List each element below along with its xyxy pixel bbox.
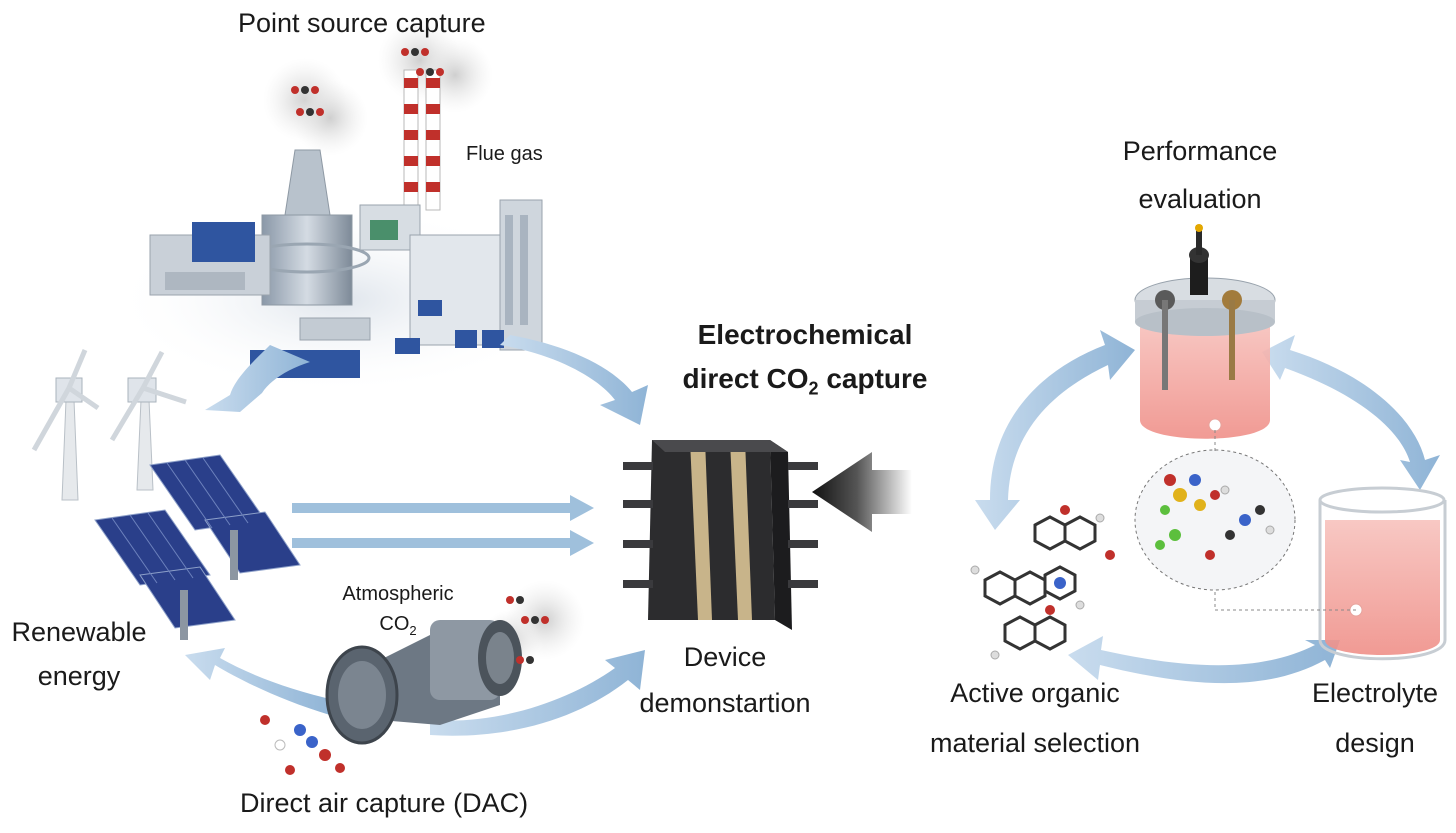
label-atmospheric-sub: 2	[409, 623, 417, 638]
label-active-line1: Active organic	[950, 678, 1120, 708]
label-flue-gas: Flue gas	[466, 143, 543, 165]
label-title-line2: direct CO2 capture	[660, 362, 950, 406]
solar-panel-icon	[94, 454, 301, 640]
beaker-icon	[1214, 486, 1447, 661]
label-renewable-line1: Renewable	[11, 617, 147, 647]
label-atmospheric-co2: Atmospheric CO2	[328, 582, 468, 643]
label-direct-air-capture: Direct air capture (DAC)	[240, 788, 529, 818]
label-title-pre: direct CO	[682, 363, 809, 394]
device-stack-icon	[623, 440, 818, 630]
label-device-demonstration: Device demonstartion	[620, 640, 830, 720]
wind-turbine-icon	[31, 349, 187, 501]
power-plant-icon	[110, 18, 570, 395]
label-atmospheric-line2: CO2	[328, 612, 468, 643]
molecule-icon	[970, 430, 1296, 660]
label-title-sub: 2	[808, 378, 819, 399]
label-electrolyte-line1: Electrolyte	[1311, 678, 1439, 708]
label-point-source-capture: Point source capture	[238, 8, 486, 38]
label-device-line2: demonstartion	[639, 688, 811, 718]
electrochemical-cell-icon	[1134, 224, 1276, 439]
flow-arrows-left	[185, 335, 912, 736]
label-title-line1: Electrochemical	[697, 319, 913, 350]
label-active-organic-material: Active organic material selection	[915, 676, 1155, 760]
label-active-line2: material selection	[929, 728, 1141, 758]
label-electrochemical-title: Electrochemical direct CO2 capture	[660, 318, 950, 406]
label-performance-line2: evaluation	[1138, 184, 1262, 214]
label-performance-evaluation: Performance evaluation	[1100, 134, 1300, 216]
cycle-arrows-right	[975, 330, 1440, 684]
label-renewable-line2: energy	[37, 661, 121, 691]
label-atmospheric-line1: Atmospheric	[342, 583, 454, 605]
label-atmospheric-co: CO	[379, 613, 410, 635]
label-title-post: capture	[818, 363, 928, 394]
dac-fan-icon	[260, 580, 585, 775]
label-electrolyte-design: Electrolyte design	[1300, 676, 1450, 760]
label-performance-line1: Performance	[1122, 136, 1278, 166]
label-device-line1: Device	[683, 642, 767, 672]
label-electrolyte-line2: design	[1335, 728, 1415, 758]
label-renewable-energy: Renewable energy	[4, 615, 154, 693]
